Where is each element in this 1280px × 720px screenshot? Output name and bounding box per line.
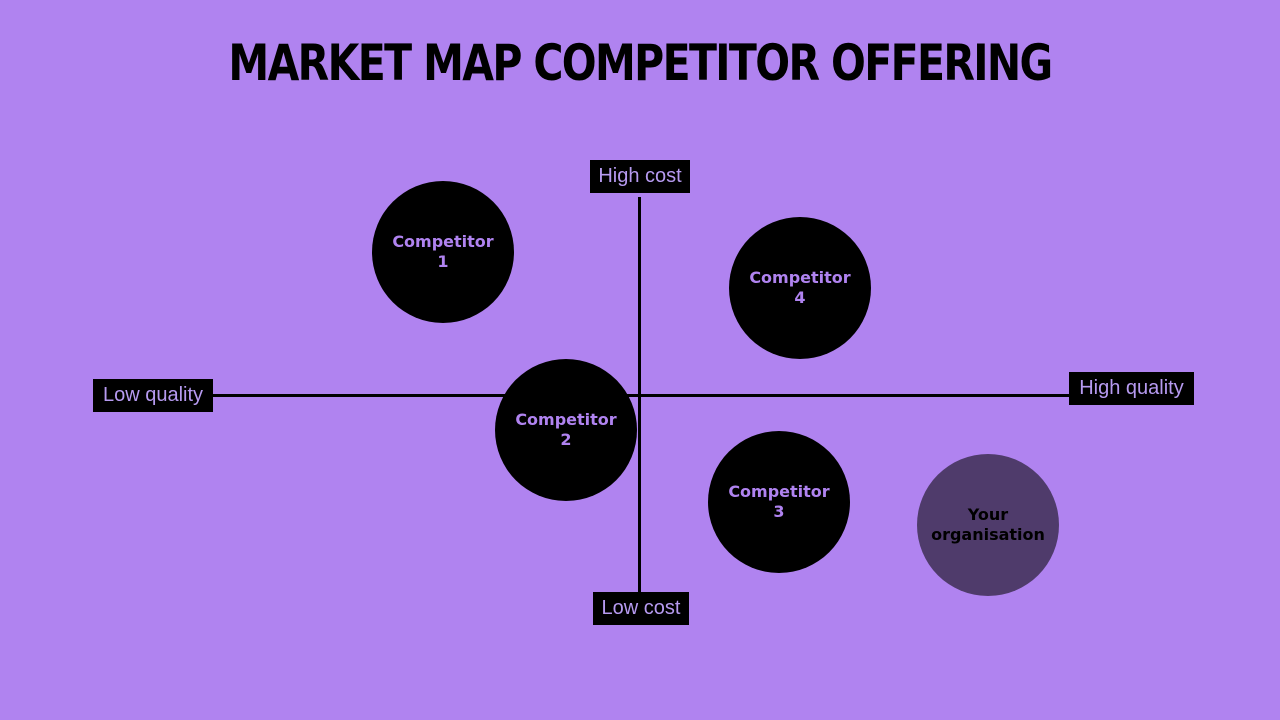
axis-label-low-cost: Low cost: [593, 592, 689, 625]
competitor-1-bubble: Competitor 1: [372, 181, 514, 323]
page-title: MARKET MAP COMPETITOR OFFERING: [228, 34, 1053, 92]
bubble-label: Your organisation: [931, 505, 1045, 544]
bubble-label: Competitor 3: [728, 482, 830, 521]
cost-axis-line: [638, 197, 641, 592]
axis-label-high-quality: High quality: [1069, 372, 1194, 405]
axis-label-high-cost: High cost: [590, 160, 690, 193]
competitor-3-bubble: Competitor 3: [708, 431, 850, 573]
bubble-label: Competitor 2: [515, 410, 617, 449]
competitor-2-bubble: Competitor 2: [495, 359, 637, 501]
axis-label-low-quality: Low quality: [93, 379, 213, 412]
your-organisation-bubble: Your organisation: [917, 454, 1059, 596]
bubble-label: Competitor 1: [392, 232, 494, 271]
bubble-label: Competitor 4: [749, 268, 851, 307]
competitor-4-bubble: Competitor 4: [729, 217, 871, 359]
quality-axis-line: [212, 394, 1070, 397]
